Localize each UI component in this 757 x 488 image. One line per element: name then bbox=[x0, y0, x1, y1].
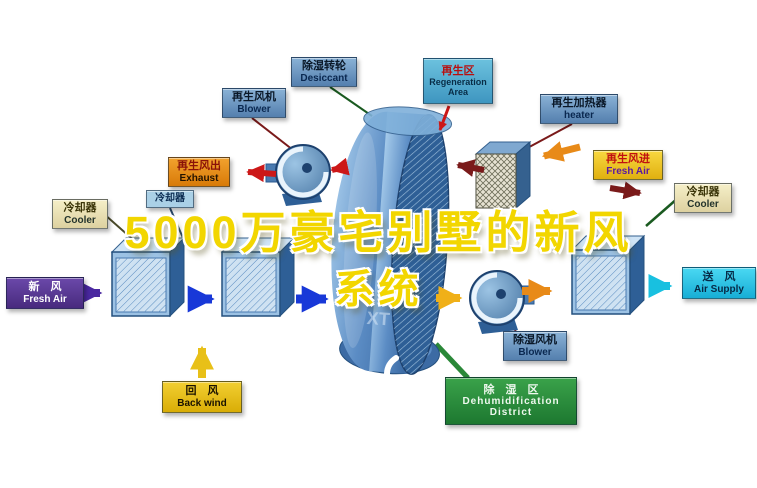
label-cooler-right: 冷却器 Cooler bbox=[674, 183, 732, 213]
label-cooler-left-zh: 冷却器 bbox=[63, 202, 97, 215]
label-air-supply-en: Air Supply bbox=[693, 283, 744, 295]
label-back-wind: 回 风 Back wind bbox=[162, 381, 242, 413]
label-dehumid-district-en2: District bbox=[489, 407, 533, 419]
label-dehumid-blower: 除湿风机 Blower bbox=[503, 331, 567, 361]
label-regen-fresh-air-zh: 再生风进 bbox=[606, 153, 650, 166]
title-overlay: 5000万豪宅别墅的新风 系统 bbox=[0, 196, 757, 315]
label-exhaust-zh: 再生风出 bbox=[177, 160, 221, 173]
label-air-supply: 送 风 Air Supply bbox=[682, 267, 756, 299]
regen-fan bbox=[265, 144, 331, 206]
label-regen-area-en: Regeneration Area bbox=[429, 77, 487, 98]
label-fresh-air: 新 风 Fresh Air bbox=[6, 277, 84, 309]
label-cooler-small: 冷却器 bbox=[146, 190, 194, 208]
watermark-text: XT bbox=[366, 308, 390, 330]
regen-heater-exchanger bbox=[474, 140, 532, 210]
label-heater-en: heater bbox=[563, 109, 594, 121]
label-dehumid-district: 除 湿 区 Dehumidification District bbox=[445, 377, 577, 425]
label-cooler-left-en: Cooler bbox=[64, 214, 96, 226]
label-back-wind-en: Back wind bbox=[177, 397, 227, 409]
label-heater-zh: 再生加热器 bbox=[551, 97, 607, 110]
label-regen-blower: 再生风机 Blower bbox=[222, 88, 286, 118]
label-regen-area: 再生区 Regeneration Area bbox=[423, 58, 493, 104]
connector-lines bbox=[103, 86, 679, 380]
label-regen-blower-en: Blower bbox=[237, 103, 271, 115]
label-cooler-left: 冷却器 Cooler bbox=[52, 199, 108, 229]
label-cooler-right-zh: 冷却器 bbox=[686, 186, 720, 199]
flow-arrows bbox=[78, 105, 673, 378]
label-back-wind-zh: 回 风 bbox=[185, 385, 219, 398]
title-line2: 系统 bbox=[333, 267, 423, 314]
label-exhaust: 再生风出 Exhaust bbox=[168, 157, 230, 187]
desiccant-wheel: XT bbox=[331, 106, 453, 394]
title-line1: 5000万豪宅别墅的新风 bbox=[123, 206, 633, 260]
label-fresh-air-en: Fresh Air bbox=[23, 293, 67, 305]
label-heater: 再生加热器 heater bbox=[540, 94, 618, 124]
label-dehumid-blower-en: Blower bbox=[518, 346, 552, 358]
label-regen-fresh-air-en: Fresh Air bbox=[606, 165, 650, 177]
label-cooler-right-en: Cooler bbox=[687, 198, 719, 210]
label-dehumid-blower-zh: 除湿风机 bbox=[513, 334, 557, 347]
label-regen-fresh-air: 再生风进 Fresh Air bbox=[593, 150, 663, 180]
label-desiccant-zh: 除湿转轮 bbox=[302, 60, 346, 73]
label-air-supply-zh: 送 风 bbox=[702, 271, 736, 284]
label-cooler-small-zh: 冷却器 bbox=[155, 193, 185, 205]
wheel-bottom-mark bbox=[384, 355, 400, 394]
label-regen-blower-zh: 再生风机 bbox=[232, 91, 276, 104]
label-desiccant: 除湿转轮 Desiccant bbox=[291, 57, 357, 87]
dehumid-fan bbox=[469, 270, 535, 334]
label-dehumid-district-zh: 除 湿 区 bbox=[483, 383, 539, 396]
label-exhaust-en: Exhaust bbox=[179, 172, 219, 184]
label-dehumid-district-en1: Dehumidification bbox=[462, 395, 560, 407]
label-fresh-air-zh: 新 风 bbox=[28, 281, 62, 294]
label-regen-area-zh: 再生区 bbox=[441, 64, 475, 77]
label-desiccant-en: Desiccant bbox=[300, 72, 348, 84]
